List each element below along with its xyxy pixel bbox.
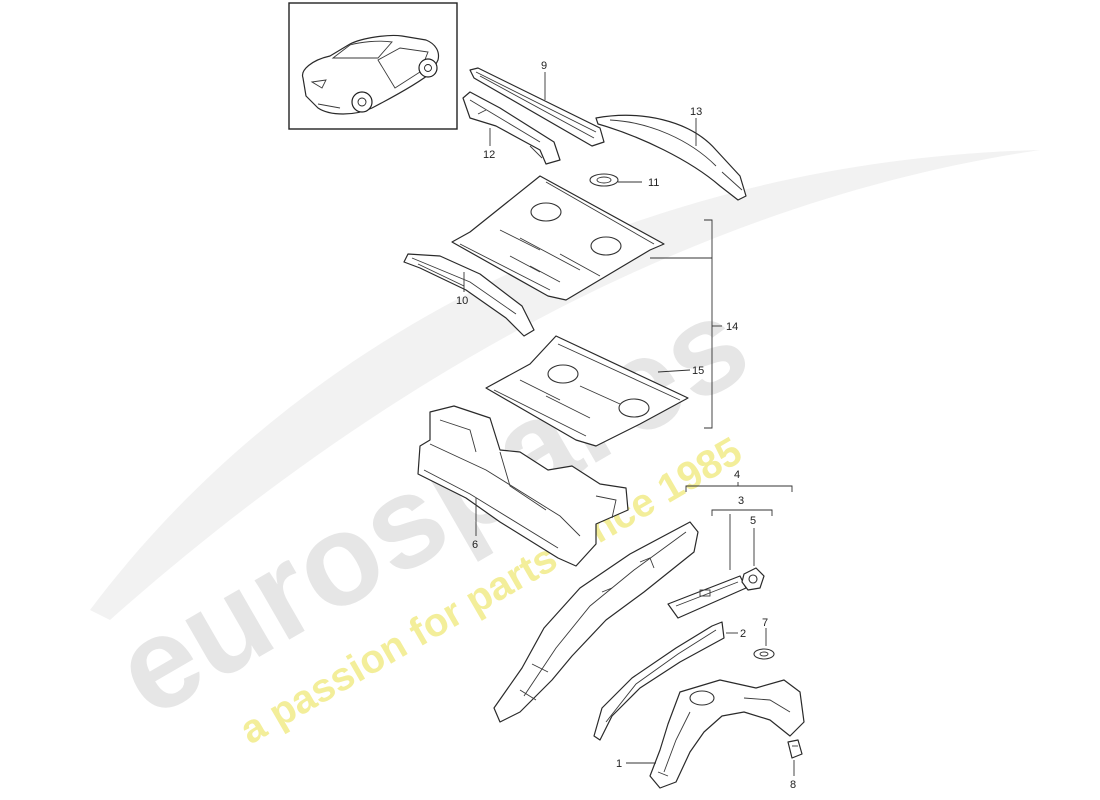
callout-15: 15 <box>692 365 704 377</box>
part-2 <box>593 621 725 741</box>
callout-2: 2 <box>740 628 746 640</box>
part-5 <box>741 567 765 591</box>
part-4 <box>493 521 699 723</box>
callout-labels: 9 13 12 11 10 14 15 6 4 3 5 2 7 1 8 <box>456 60 796 791</box>
callout-8: 8 <box>790 779 796 791</box>
callout-12: 12 <box>483 149 495 161</box>
part-8 <box>787 739 803 759</box>
part-6 <box>417 405 629 567</box>
callout-7: 7 <box>762 617 768 629</box>
part-7 <box>753 648 775 660</box>
car-rear-wheel-hub <box>424 64 432 72</box>
callout-3: 3 <box>738 495 744 507</box>
callout-13: 13 <box>690 106 702 118</box>
part-1 <box>649 679 805 789</box>
car-front-wheel-hub <box>357 97 367 107</box>
callout-14: 14 <box>726 321 738 333</box>
part-11 <box>589 173 619 187</box>
floor-panel-upper <box>451 175 665 301</box>
part-15 <box>485 335 689 447</box>
part-12 <box>462 91 561 165</box>
part-13 <box>595 114 747 201</box>
leader-lines <box>463 72 795 776</box>
callout-5: 5 <box>750 515 756 527</box>
callout-9: 9 <box>541 60 547 72</box>
callout-1: 1 <box>616 758 622 770</box>
car-headlight <box>310 79 327 89</box>
callout-4: 4 <box>734 469 740 481</box>
part-9 <box>469 67 605 147</box>
car-thumbnail <box>288 2 458 130</box>
car-grille <box>317 103 341 109</box>
callout-11: 11 <box>648 177 659 189</box>
callout-6: 6 <box>472 539 478 551</box>
callout-10: 10 <box>456 295 468 307</box>
car-windshield <box>331 40 393 59</box>
part-3 <box>667 575 747 619</box>
part-10 <box>403 253 535 337</box>
